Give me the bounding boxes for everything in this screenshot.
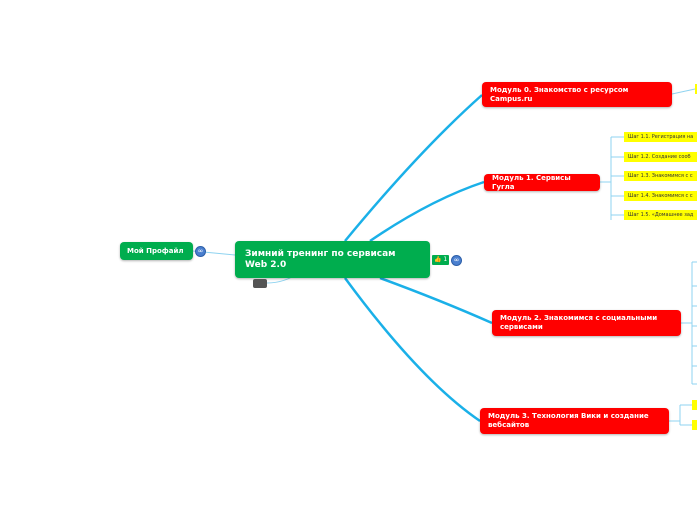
like-badge[interactable]: 👍 1 [432,255,450,265]
link-icon[interactable]: ∞ [451,255,462,266]
module-label: Модуль 1. Сервисы Гугла [492,173,571,191]
step-item[interactable]: Шаг 1.1. Регистрация на [624,132,697,142]
step-item[interactable]: Шаг 1.4. Знакомимся с с [624,191,697,201]
module-2-node[interactable]: Модуль 2. Знакомимся с социальными серви… [492,310,681,336]
module-3-child[interactable] [692,400,697,410]
profile-node[interactable]: Мой Профайл [120,242,193,260]
step-item[interactable]: Шаг 1.2. Создание сооб [624,152,697,162]
central-node[interactable]: Зимний тренинг по сервисам Web 2.0 [235,241,430,278]
module-0-child[interactable] [695,84,697,94]
central-title: Зимний тренинг по сервисам Web 2.0 [245,248,396,270]
link-icon[interactable]: ∞ [195,246,206,257]
module-3-node[interactable]: Модуль 3. Технология Вики и создание веб… [480,408,669,434]
module-3-child[interactable] [692,420,697,430]
like-count: 1 [443,256,448,263]
module-label: Модуль 2. Знакомимся с социальными серви… [500,314,658,331]
notes-icon[interactable] [253,279,267,288]
module-1-node[interactable]: Модуль 0. Знакомство с ресурсом Campus.r… [484,174,600,191]
module-label: Модуль 0. Знакомство с ресурсом Campus.r… [490,85,629,103]
step-item[interactable]: Шаг 1.5. «Домашнее зад [624,210,697,220]
module-0-node[interactable]: Модуль 0. Знакомство с ресурсом Campus.r… [482,82,672,107]
profile-label: Мой Профайл [127,247,184,255]
module-label: Модуль 3. Технология Вики и создание веб… [488,412,649,429]
step-item[interactable]: Шаг 1.3. Знакомимся с с [624,171,697,181]
